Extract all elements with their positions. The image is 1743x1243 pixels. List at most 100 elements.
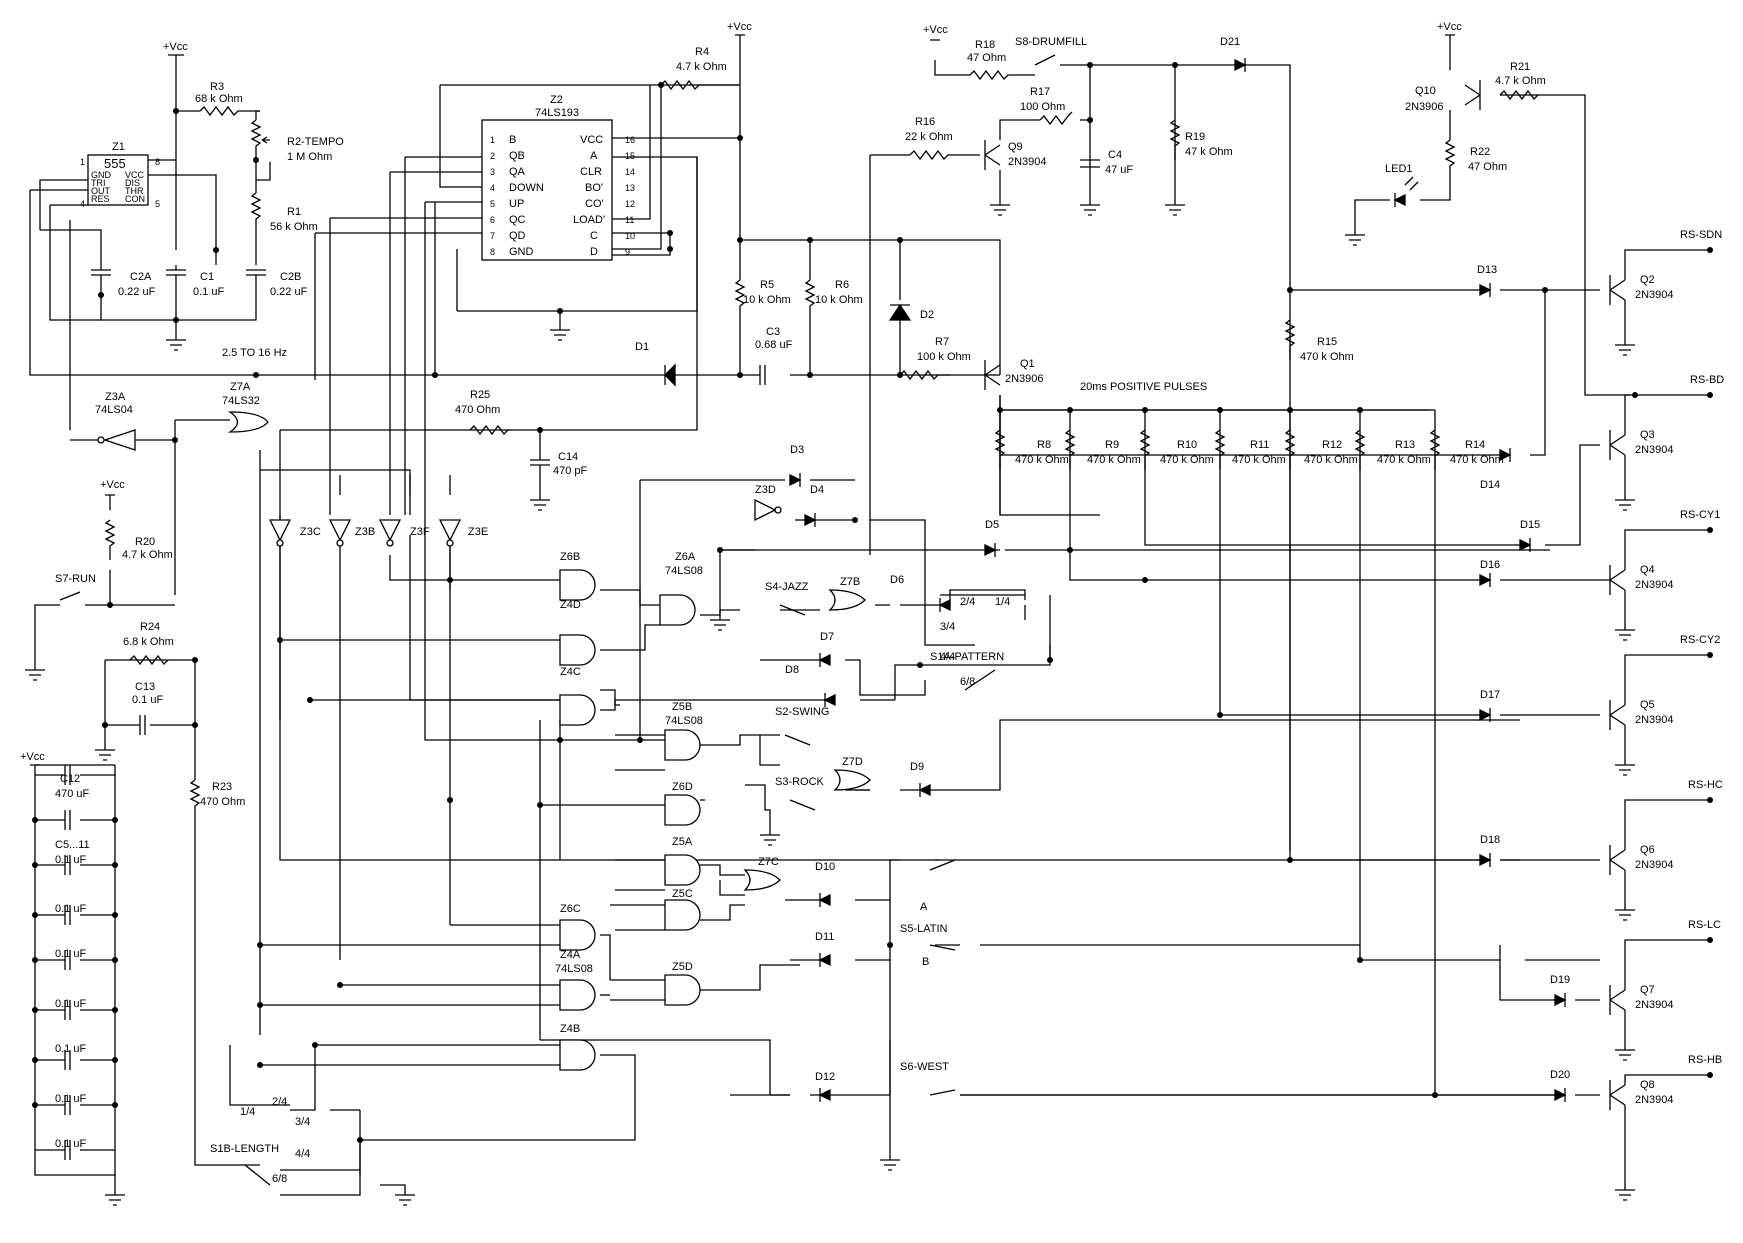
logic-gates [97, 119, 871, 1071]
z2-pin-qc: QC [509, 214, 526, 226]
r1-label: R1 [287, 206, 301, 218]
z4c-label: Z4C [560, 666, 581, 678]
z1-pin-thr: THR [125, 186, 144, 196]
z2-lpin-6: 6 [490, 215, 495, 225]
z2-pin-bo: BO' [585, 182, 603, 194]
output-rs-bd: RS-BD [1690, 374, 1724, 386]
r6-label: R6 [835, 279, 849, 291]
r3-label: R3 [210, 81, 224, 93]
r9-value: 470 k Ohm [1087, 454, 1141, 466]
z2-type: 74LS193 [535, 107, 579, 119]
c2a-value: 0.22 uF [118, 286, 156, 298]
cap-value-6: 0.1 uF [55, 1093, 86, 1105]
q10-type: 2N3906 [1405, 101, 1444, 113]
r2-label: R2-TEMPO [287, 136, 344, 148]
vcc-label-3: +Vcc [923, 24, 948, 36]
z5d-label: Z5D [672, 961, 693, 973]
q4-label: Q4 [1640, 564, 1655, 576]
d6-label: D6 [890, 574, 904, 586]
r23-value: 470 Ohm [200, 796, 245, 808]
cap-value-4: 0.1 uF [55, 998, 86, 1010]
z4a-label: Z4A [560, 949, 581, 961]
z2-lpin-7: 7 [490, 231, 495, 241]
d20-label: D20 [1550, 1069, 1570, 1081]
r22-value: 47 Ohm [1468, 161, 1507, 173]
z3f-label: Z3F [410, 526, 430, 538]
z1-pin-con: CON [125, 194, 145, 204]
r17-label: R17 [1030, 86, 1050, 98]
r7-value: 100 k Ohm [917, 351, 971, 363]
c1-label: C1 [200, 271, 214, 283]
d15-label: D15 [1520, 519, 1540, 531]
r11-value: 470 k Ohm [1232, 454, 1286, 466]
c2b-value: 0.22 uF [270, 286, 308, 298]
r12-value: 470 k Ohm [1304, 454, 1358, 466]
c14-value: 470 pF [553, 465, 588, 477]
z6a-type: 74LS08 [665, 565, 703, 577]
switch-pos-a: A [920, 901, 928, 913]
s6-label: S6-WEST [900, 1061, 949, 1073]
z2-lpin-1: 1 [490, 135, 495, 145]
c2b-label: C2B [280, 271, 301, 283]
r19-value: 47 k Ohm [1185, 146, 1233, 158]
ground-symbols [25, 204, 1365, 1206]
resistors [104, 69, 1539, 820]
pattern-4-4: 4/4 [940, 651, 955, 663]
d10-label: D10 [815, 861, 835, 873]
z2-pin-b: B [509, 134, 516, 146]
r25-label: R25 [470, 389, 490, 401]
vcc-label-1: +Vcc [163, 41, 188, 53]
r5-label: R5 [760, 279, 774, 291]
r16-label: R16 [915, 116, 935, 128]
z2-rpin-12: 12 [625, 199, 635, 209]
z3e-label: Z3E [468, 526, 488, 538]
z3c-label: Z3C [300, 526, 321, 538]
z2-pin-vcc: VCC [580, 134, 603, 146]
switch-pos-b: B [922, 956, 929, 968]
z1-pin-gnd: GND [91, 170, 112, 180]
d1-label: D1 [635, 341, 649, 353]
r10-label: R10 [1177, 439, 1197, 451]
z1-555-timer: Z1 555 GND TRI OUT RES VCC DIS THR CON 1… [80, 141, 160, 209]
z2-rpin-16: 16 [625, 135, 635, 145]
z7a-type: 74LS32 [222, 395, 260, 407]
r14-label: R14 [1465, 439, 1485, 451]
vcc-symbols: +Vcc +Vcc +Vcc +Vcc +Vcc +Vcc [20, 21, 1462, 766]
d14-label: D14 [1480, 479, 1500, 491]
z5a-label: Z5A [672, 836, 693, 848]
c5-11-label: C5...11 [55, 839, 90, 851]
r13-label: R13 [1395, 439, 1415, 451]
z2-pin-clr: CLR [580, 166, 602, 178]
d3-label: D3 [790, 444, 804, 456]
c4-label: C4 [1108, 149, 1122, 161]
q5-type: 2N3904 [1635, 714, 1674, 726]
z1-type: 555 [104, 156, 126, 171]
q1-label: Q1 [1020, 358, 1035, 370]
s1b-label: S1B-LENGTH [210, 1143, 279, 1155]
pattern-6-8: 6/8 [960, 676, 975, 688]
z2-rpin-13: 13 [625, 183, 635, 193]
c12-value: 470 uF [55, 788, 90, 800]
q8-label: Q8 [1640, 1079, 1655, 1091]
z5b-type: 74LS08 [665, 715, 703, 727]
length-2-4: 2/4 [272, 1096, 287, 1108]
z4b-label: Z4B [560, 1023, 580, 1035]
z6c-label: Z6C [560, 903, 581, 915]
d12-label: D12 [815, 1071, 835, 1083]
c3-value: 0.68 uF [755, 339, 793, 351]
z1-label: Z1 [112, 141, 125, 153]
circuit-wiring [29, 35, 1630, 1196]
r15-value: 470 k Ohm [1300, 351, 1354, 363]
s5-label: S5-LATIN [900, 923, 948, 935]
c3-label: C3 [766, 326, 780, 338]
z2-pin-qd: QD [509, 230, 526, 242]
r15-label: R15 [1317, 336, 1337, 348]
d18-label: D18 [1480, 834, 1500, 846]
length-1-4: 1/4 [240, 1106, 255, 1118]
r6-value: 10 k Ohm [815, 294, 863, 306]
switches [59, 54, 1056, 1186]
r12-label: R12 [1322, 439, 1342, 451]
s8-label: S8-DRUMFILL [1015, 36, 1087, 48]
r11-label: R11 [1250, 439, 1269, 451]
z2-pin-qb: QB [509, 150, 525, 162]
